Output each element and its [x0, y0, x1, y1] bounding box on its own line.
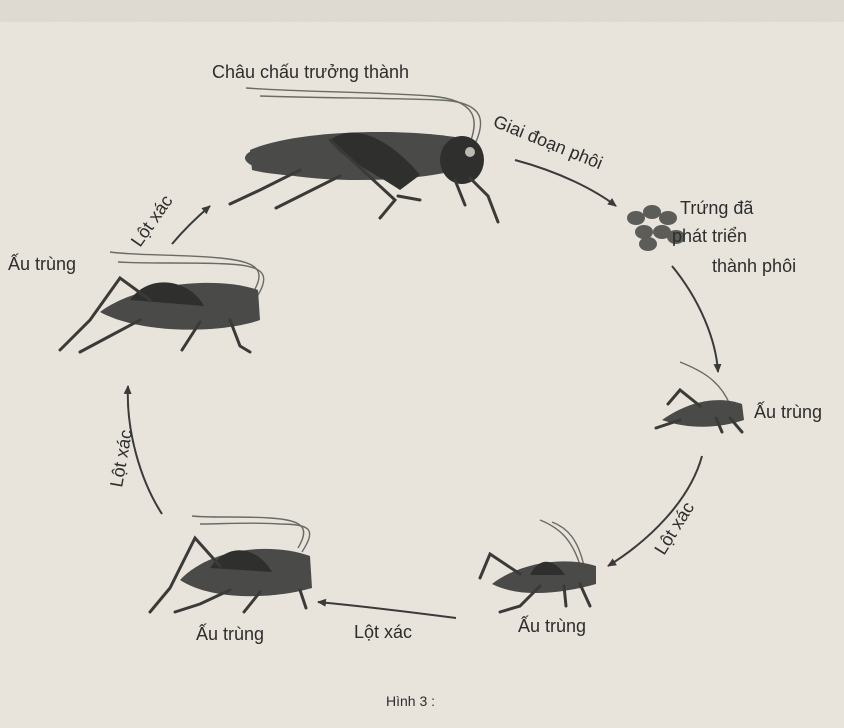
label-adult: Châu chấu trưởng thành: [212, 62, 409, 82]
page-top-edge: [0, 0, 844, 22]
label-eggs-line-2: phát triển: [672, 226, 747, 246]
label-nymph-bottom-right: Ấu trùng: [518, 615, 586, 636]
label-eggs-line-1: Trứng đã: [680, 198, 754, 218]
label-nymph-left: Ấu trùng: [8, 253, 76, 274]
label-eggs-line-3: thành phôi: [712, 256, 796, 276]
label-molt-bottom: Lột xác: [354, 622, 412, 642]
label-nymph-right: Ấu trùng: [754, 401, 822, 422]
label-nymph-bottom-left: Ấu trùng: [196, 623, 264, 644]
figure-caption: Hình 3 :: [386, 693, 435, 709]
